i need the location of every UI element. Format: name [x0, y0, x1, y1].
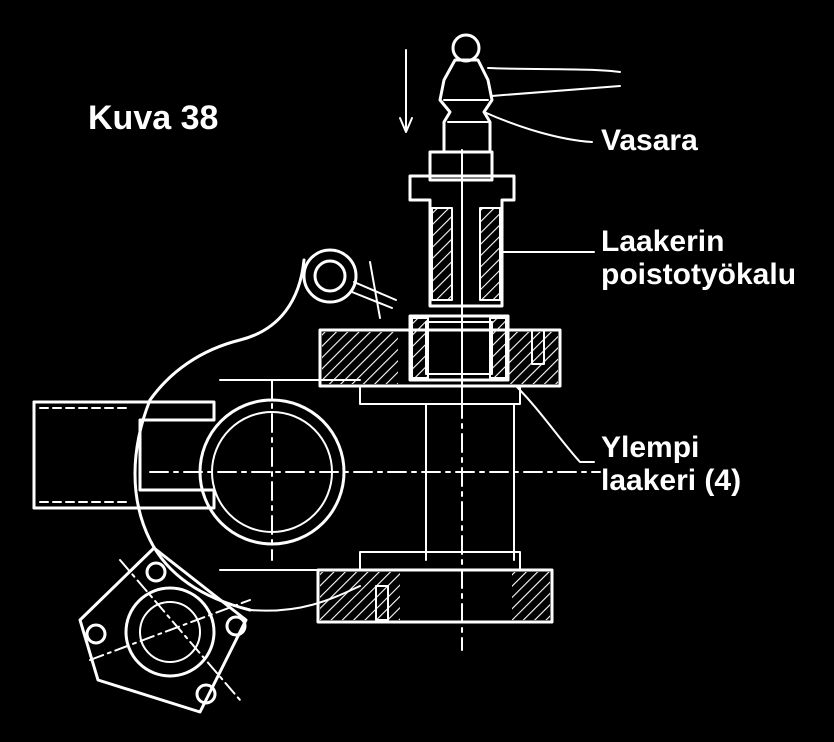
callout-tool-line2: poistotyökalu: [601, 258, 797, 291]
spindle-stub: [32, 400, 216, 510]
bore: [149, 379, 601, 561]
callout-tool-line1: Laakerin: [601, 225, 725, 258]
leader-lines: [483, 111, 595, 463]
callout-hammer: Vasara: [601, 124, 698, 157]
figure-title: Kuva 38: [88, 99, 219, 137]
bearing-removal-tool: [408, 149, 516, 401]
hammer-direction-arrow: [399, 49, 413, 133]
knuckle-body: [133, 258, 361, 612]
lower-flange: [78, 546, 251, 714]
callout-bearing-line1: Ylempi: [601, 431, 700, 464]
upper-housing: [318, 314, 562, 405]
upper-bearing: [425, 321, 493, 375]
callout-bearing-line2: laakeri (4): [601, 464, 742, 497]
leader-vasara: [483, 111, 593, 143]
lower-housing: [316, 551, 554, 624]
kingpin-shaft: [425, 399, 515, 651]
leader-bearing: [515, 385, 595, 463]
lifting-eye: [302, 248, 397, 319]
hammer: [438, 33, 621, 154]
